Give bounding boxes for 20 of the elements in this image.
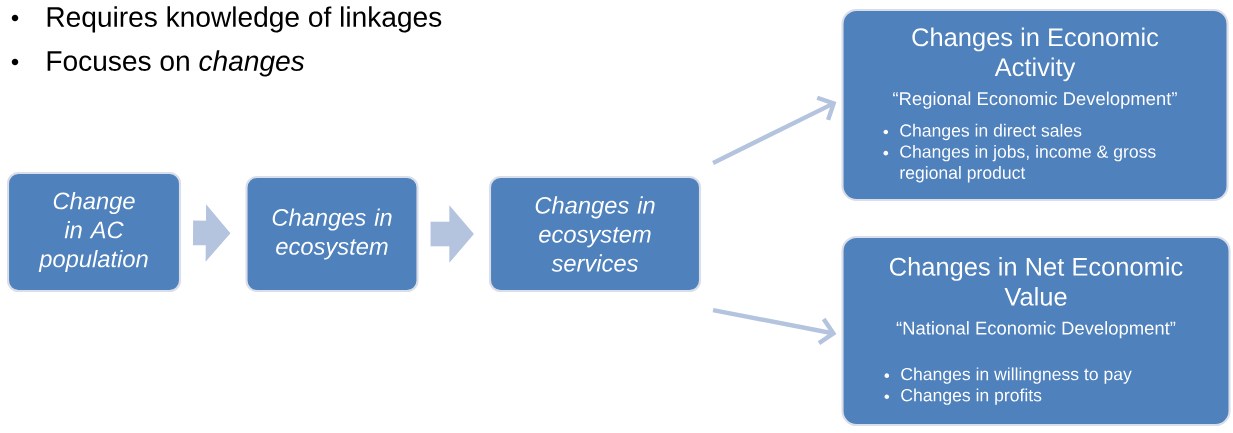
outcome-box	[841, 8, 1229, 202]
box-subtitle: “Regional Economic Development”	[893, 91, 1177, 109]
outcome-box	[841, 235, 1231, 427]
bullet-item: Changes in direct sales	[883, 123, 1082, 141]
box-text: Change in AC population	[38, 191, 148, 273]
bullet-text: Focuses on changes	[11, 50, 305, 77]
arrow	[712, 307, 837, 345]
bullet-item: Changes in profits	[884, 388, 1042, 405]
box-text: Changes in ecosystem	[272, 208, 392, 260]
bullet-item: Changes in willingness to pay	[884, 367, 1132, 384]
process-box	[488, 175, 702, 293]
box-title: Changes in Net Economic Value	[890, 257, 1183, 306]
arrow	[712, 95, 837, 165]
process-box	[6, 171, 182, 293]
box-subtitle: “National Economic Development”	[896, 321, 1176, 339]
box-title: Changes in Economic Activity	[912, 27, 1159, 82]
bullet-text: Requires knowledge of linkages	[11, 6, 442, 33]
bullet-item: Changes in jobs, income & gross regional product	[883, 144, 1156, 183]
process-box	[245, 175, 419, 293]
box-text: Changes in ecosystem services	[535, 196, 655, 272]
